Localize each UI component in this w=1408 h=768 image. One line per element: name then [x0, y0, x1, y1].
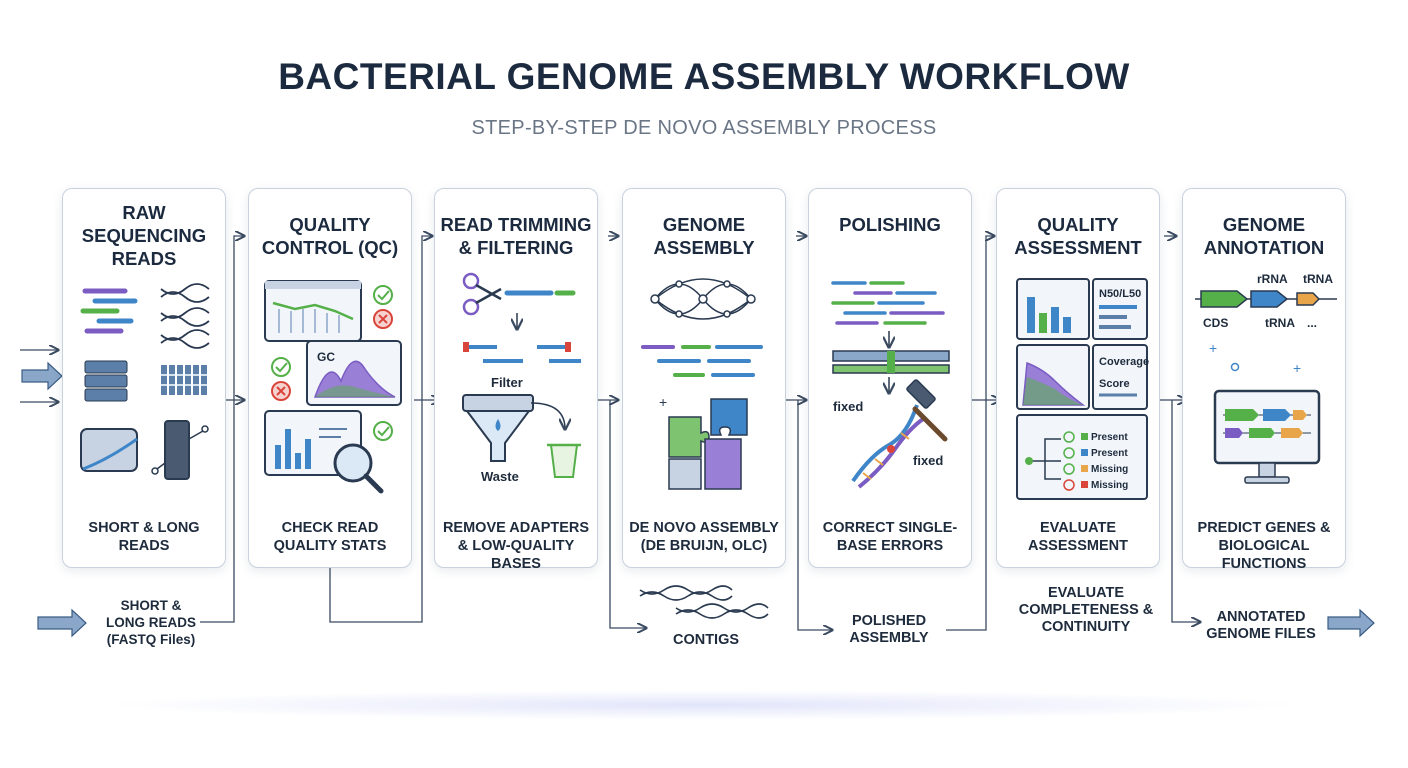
step-description: DE NOVO ASSEMBLY (DE BRUIJN, OLC) [629, 520, 779, 554]
connector-5-polished [797, 400, 832, 630]
connector-2-3 [329, 236, 432, 623]
svg-text:+: + [659, 394, 667, 410]
present-label: Present [1091, 448, 1128, 459]
input-block-arrow [21, 361, 63, 391]
connector-3-4 [609, 400, 646, 628]
output-polished-assembly: POLISHED ASSEMBLY [849, 613, 929, 646]
missing-label: Missing [1091, 464, 1128, 475]
fixed-label: fixed [913, 453, 943, 468]
step-title: QUALITY ASSESSMENT [1014, 214, 1142, 258]
filter-label: Filter [491, 375, 523, 390]
step-card-annotation: GENOME ANNOTATION rRNA tRNA CDS tRNA ...… [1182, 188, 1346, 572]
trna-label: tRNA [1303, 272, 1333, 286]
svg-text:+: + [1209, 340, 1217, 356]
sequencing-reads-icon [80, 283, 210, 480]
score-label: Score [1099, 378, 1130, 390]
annotation-monitor-icon: rRNA tRNA CDS tRNA ... + + [1195, 272, 1337, 484]
gc-label: GC [317, 350, 335, 364]
polishing-icon: fixed fixed [831, 281, 950, 489]
step-description: PREDICT GENES & BIOLOGICAL FUNCTIONS [1197, 520, 1331, 572]
coverage-label: Coverage [1099, 356, 1149, 368]
waste-label: Waste [481, 469, 519, 484]
step-description: CHECK READ QUALITY STATS [273, 520, 387, 554]
step-description: CORRECT SINGLE-BASE ERRORS [822, 520, 958, 554]
step-title: GENOME ASSEMBLY [653, 214, 755, 258]
assembly-graph-icon: + [641, 278, 763, 490]
output-completeness: EVALUATE COMPLETENESS & CONTINUITY [1018, 585, 1154, 635]
present-label: Present [1091, 432, 1128, 443]
step-title: RAW SEQUENCING READS [81, 202, 207, 269]
step-title: GENOME ANNOTATION [1203, 214, 1325, 258]
output-annotated-genome: ANNOTATED GENOME FILES [1206, 609, 1316, 642]
step-description: SHORT & LONG READS [88, 520, 200, 554]
output-raw-reads: SHORT & LONG READS (FASTQ Files) [105, 598, 196, 647]
ellipsis-label: ... [1307, 316, 1317, 330]
qc-charts-icon: GC [264, 280, 402, 494]
page-subtitle: STEP-BY-STEP DE NOVO ASSEMBLY PROCESS [471, 117, 937, 139]
step-card-quality-control: QUALITY CONTROL (QC) GC CHECK READ QUALI… [248, 188, 412, 568]
n50-label: N50/L50 [1099, 288, 1141, 300]
step-description: EVALUATE ASSESSMENT [1028, 520, 1128, 554]
annotated-output-arrow [1327, 608, 1375, 638]
rrna-label: rRNA [1257, 272, 1288, 286]
connector-5-6 [946, 236, 994, 631]
step-card-trimming: READ TRIMMING & FILTERING Filter Waste R… [434, 188, 598, 572]
svg-text:+: + [1293, 360, 1301, 376]
step-card-polishing: POLISHING fixed fixed CORRECT SINGLE-BAS… [808, 188, 972, 568]
reads-output-arrow [37, 608, 87, 638]
step-card-assembly: GENOME ASSEMBLY + DE NOVO ASSEMBLY (DE B… [622, 188, 786, 568]
trimming-filter-icon: Filter Waste [462, 272, 581, 484]
fixed-label: fixed [833, 399, 863, 414]
output-contigs: CONTIGS [672, 632, 740, 648]
step-title: POLISHING [839, 214, 941, 235]
step-description: REMOVE ADAPTERS & LOW-QUALITY BASES [442, 520, 590, 572]
step-card-quality-assessment: QUALITY ASSESSMENT N50/L50 Coverage Scor… [996, 188, 1160, 568]
step-title: QUALITY CONTROL (QC) [261, 214, 399, 258]
contigs-dna-icon [639, 585, 769, 619]
missing-label: Missing [1091, 480, 1128, 491]
step-card-raw-reads: RAW SEQUENCING READS [62, 188, 226, 568]
step-title: READ TRIMMING & FILTERING [440, 214, 592, 258]
connector-6-7 [1171, 400, 1200, 622]
cds-label: CDS [1203, 316, 1228, 330]
connector-1-2 [200, 236, 244, 623]
page-title: BACTERIAL GENOME ASSEMBLY WORKFLOW [278, 56, 1130, 97]
trna-label: tRNA [1265, 316, 1295, 330]
bottom-glow [100, 690, 1308, 720]
assessment-dashboard-icon: N50/L50 Coverage Score Present Present M… [1016, 278, 1149, 500]
